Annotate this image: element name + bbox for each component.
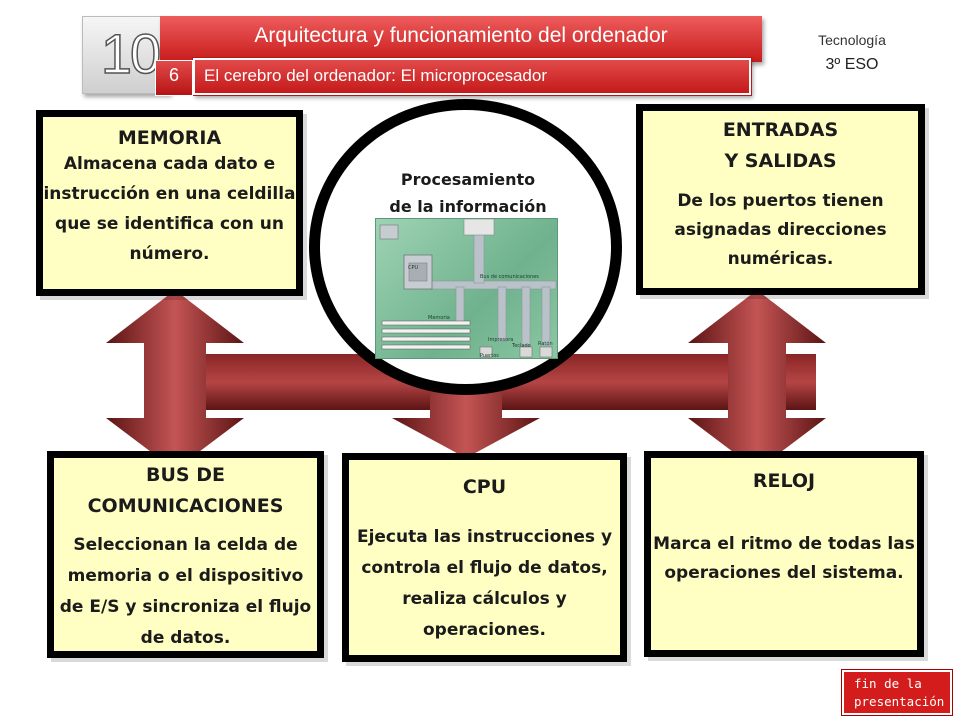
entradas-salidas-title-line1: ENTRADAS <box>722 119 839 141</box>
entradas-salidas-title: ENTRADAS Y SALIDAS <box>643 115 918 177</box>
unit-title-bar <box>160 16 762 62</box>
board-label-printer: Impresora <box>488 337 514 343</box>
es-reloj-arrow <box>688 290 826 470</box>
reloj-box: RELOJ Marca el ritmo de todas las operac… <box>644 451 924 657</box>
motherboard-illustration: CPU Bus de comunicaciones Memoria Puerto… <box>375 218 558 359</box>
board-memory-slot-3 <box>381 336 471 342</box>
board-port-2 <box>519 346 533 358</box>
board-top-connector <box>463 219 495 236</box>
board-label-cpu: CPU <box>408 265 419 271</box>
motherboard-drawing <box>379 219 557 358</box>
board-memory-slot-4 <box>381 344 471 350</box>
board-bus-drop-4 <box>455 286 465 324</box>
section-title: El cerebro del ordenador: El microproces… <box>204 66 548 85</box>
grade-label: 3º ESO <box>825 56 879 73</box>
board-label-keyboard: Teclado <box>512 343 531 349</box>
processing-title-line2: de la información <box>389 197 547 216</box>
bus-title-line1: BUS DE <box>146 464 225 486</box>
cpu-title: CPU <box>462 476 507 498</box>
end-presentation-line2: presentación <box>854 694 945 709</box>
section-number-box <box>155 60 193 96</box>
board-label-bus: Bus de comunicaciones <box>480 274 539 280</box>
unit-number-box <box>82 16 170 94</box>
unit-number: 10 <box>100 21 162 86</box>
processing-title: Procesamiento de la información <box>360 166 576 220</box>
board-label-mouse: Ratón <box>538 341 553 347</box>
board-bus-horizontal <box>415 280 557 290</box>
memoria-text: Almacena cada dato e instrucción en una … <box>43 154 296 264</box>
bus-text: Seleccionan la celda de memoria o el dis… <box>59 535 312 648</box>
board-port-1 <box>479 346 493 358</box>
cpu-text: Ejecuta las instrucciones y controla el … <box>356 527 613 640</box>
processing-title-line1: Procesamiento <box>400 170 536 189</box>
reloj-text: Marca el ritmo de todas las operaciones … <box>653 534 915 583</box>
unit-title: Arquitectura y funcionamiento del ordena… <box>254 24 668 47</box>
board-bus-drop-1 <box>497 286 507 342</box>
memoria-bus-arrow <box>106 290 244 470</box>
section-number: 6 <box>168 65 179 85</box>
bus-box: BUS DE COMUNICACIONES Seleccionan la cel… <box>47 451 324 658</box>
bus-title: BUS DE COMUNICACIONES <box>54 460 317 522</box>
end-presentation-button[interactable]: fin de la presentación <box>841 669 953 716</box>
entradas-salidas-box: ENTRADAS Y SALIDAS De los puertos tienen… <box>636 104 925 295</box>
board-bus-drop-2 <box>521 286 531 346</box>
section-title-bar <box>192 57 752 96</box>
board-memory-slot-2 <box>381 328 471 334</box>
board-port-3 <box>539 346 553 358</box>
board-bus-drop-3 <box>541 286 551 346</box>
board-cpu-core <box>408 262 428 282</box>
board-label-ports: Puertos <box>480 353 499 359</box>
subject-label: Tecnología <box>818 32 886 48</box>
bus-title-line2: COMUNICACIONES <box>87 495 284 517</box>
memoria-title: MEMORIA <box>117 127 222 149</box>
cpu-box: CPU Ejecuta las instrucciones y controla… <box>342 453 627 662</box>
cpu-arrow <box>392 370 540 458</box>
end-presentation-line1: fin de la <box>854 676 922 691</box>
memoria-box: MEMORIA Almacena cada dato e instrucción… <box>36 110 303 296</box>
board-label-memory: Memoria <box>428 315 450 321</box>
reloj-title: RELOJ <box>752 470 816 492</box>
board-memory-slot-1 <box>381 320 471 326</box>
entradas-salidas-title-line2: Y SALIDAS <box>724 150 837 172</box>
board-small-chip <box>379 224 399 240</box>
entradas-salidas-text: De los puertos tienen asignadas direccio… <box>674 191 887 269</box>
